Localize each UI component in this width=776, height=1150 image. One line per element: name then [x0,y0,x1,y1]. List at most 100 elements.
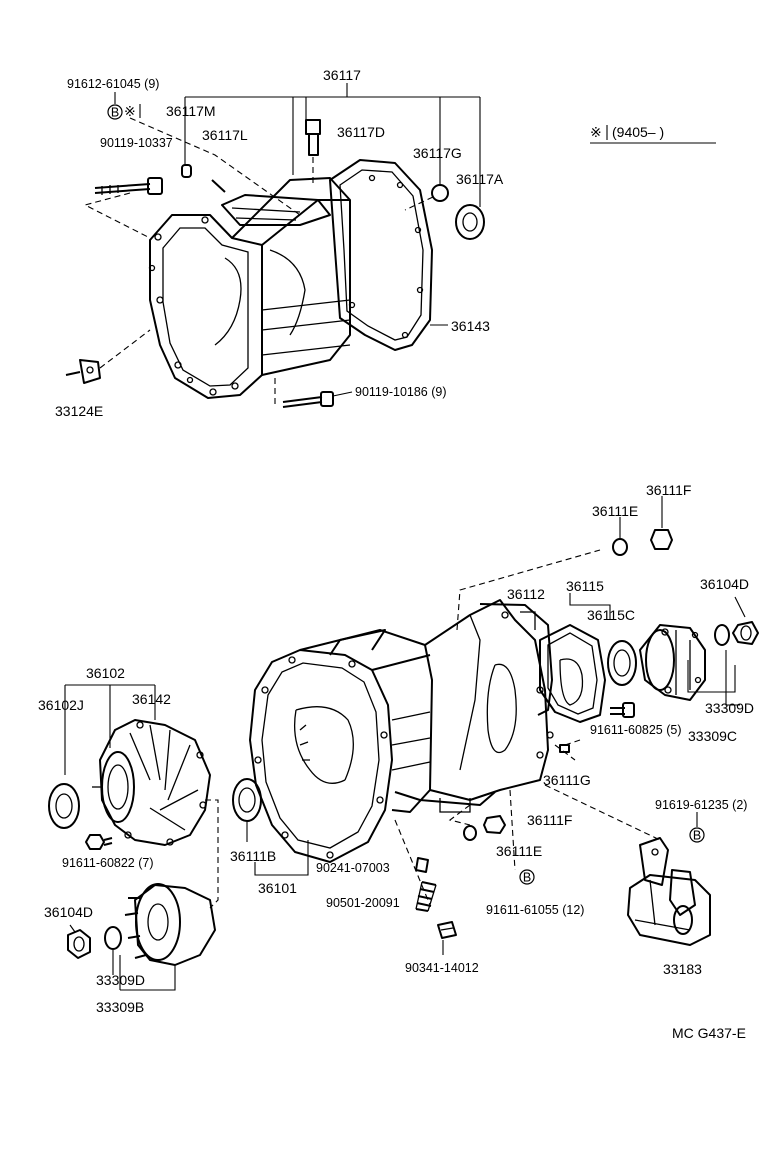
transfer-case-upper-36117 [148,177,351,399]
bolt-90119-10337 [94,177,163,195]
plug-36111F-top [650,529,673,550]
output-flange-right [639,624,706,701]
bolt-91611-60822 [85,834,113,850]
part-label-36111E-top: 36111E [592,503,638,519]
bracket-33309C [687,650,740,706]
part-label-90119-10337: 90119-10337 [100,136,173,150]
leader-61055 [509,789,516,871]
part-label-91611-60825: 91611-60825 (5) [590,723,682,737]
cover-36112 [520,611,536,630]
part-label-36117D: 36117D [337,124,385,140]
gasket-36115 [539,624,606,723]
circled-b-letter: B [111,106,119,120]
part-label-36104D-right: 36104D [700,576,749,592]
part-label-36111F-top: 36111F [646,482,691,498]
part-label-33183: 33183 [663,961,702,977]
pin-36117M [181,164,192,178]
part-label-90341-14012: 90341-14012 [405,961,479,975]
plug-36117G [431,184,449,202]
plug-90341-14012 [437,921,457,939]
circled-b-letter-61235: B [693,829,701,843]
oil-seal-36102J [48,783,80,829]
part-label-91611-61055: 91611-61055 (12) [486,903,584,917]
part-label-91611-60822: 91611-60822 (7) [62,856,154,870]
part-label-36142: 36142 [132,691,171,707]
bracket-36102 [64,684,156,775]
leader-36111G [554,739,581,761]
bracket-36115 [569,593,611,620]
oil-seal-36111B [232,778,262,842]
legend-mark: ※ [590,124,602,140]
part-label-36115: 36115 [566,578,604,594]
part-label-36102J: 36102J [38,697,84,713]
breather-36117D [305,119,321,156]
transfer-case-36101 [249,599,554,863]
bolt-90119-10186 [282,391,353,408]
part-label-36111F-mid: 36111F [527,812,572,828]
leader-33183 [544,784,661,841]
circled-b-symbol-61235 [689,827,705,843]
washer-33309D-right [714,624,730,646]
part-label-36115C: 36115C [587,607,635,623]
part-label-33309B: 33309B [96,999,144,1015]
actuator-33183 [627,837,711,946]
bolt-91611-60825 [610,702,635,718]
circled-b-symbol-61055 [519,869,535,885]
part-label-33309D-right: 33309D [705,700,754,716]
leader-36104D-right [734,596,746,618]
leader-36111F-mid [448,804,471,826]
part-label-36102: 36102 [86,665,125,681]
part-label-36117L: 36117L [202,127,248,143]
output-flange-left [124,883,216,966]
mark-symbol: ※ [124,103,136,119]
part-label-36111G: 36111G [543,772,591,788]
plug-36111G [559,744,570,753]
bracket-36101 [254,840,309,876]
part-label-90119-10186: 90119-10186 (9) [355,385,447,399]
leader-33124E [99,329,151,369]
plug-36111F-mid [483,815,506,834]
part-label-36117A: 36117A [456,171,504,187]
leader-bolt-10337 [83,192,151,239]
leader-07003 [394,819,431,906]
part-label-36104D-left: 36104D [44,904,93,920]
leader-36111E-top [456,549,601,631]
circled-b-symbol [107,104,123,120]
diagram-code: MC G437-E [672,1025,746,1041]
washer-36111E-top [612,538,628,556]
part-label-36117G: 36117G [413,145,462,161]
oil-seal-36117A [455,204,485,240]
leader-36104D-left [69,924,76,933]
gasket-36143 [329,159,448,351]
part-label-91612-61045: 91612-61045 (9) [67,77,159,91]
sensor-33124E [65,359,101,384]
bearing-36115C [607,640,637,686]
part-label-33309D-left: 33309D [96,972,145,988]
circled-b-letter-61055: B [523,871,531,885]
part-label-90241-07003: 90241-07003 [316,861,390,875]
washer-36111E-mid [463,825,477,841]
part-label-36143: 36143 [451,318,490,334]
retainer-36102 [92,719,211,846]
part-label-36101: 36101 [258,880,297,896]
bracket-33309B [112,950,176,991]
legend-range: (9405– ) [612,124,664,140]
part-label-36112: 36112 [507,586,545,602]
part-label-36111B: 36111B [230,848,276,864]
part-label-33309C: 33309C [688,728,737,744]
part-label-36111E-mid: 36111E [496,843,542,859]
date-range-legend: ※ (9405– ) [590,124,716,144]
pin-36117L [211,179,226,193]
part-label-36117M: 36117M [166,103,216,119]
part-label-90501-20091: 90501-20091 [326,896,400,910]
leader-left-flange [205,799,219,909]
leader-36117G [404,196,434,211]
nut-36104D-right [732,621,759,645]
leader-36117M [129,117,301,216]
part-label-33124E: 33124E [55,403,103,419]
nut-36104D-left [67,929,91,959]
spring-90501-20091 [415,881,437,912]
switch-90241-07003 [415,857,429,873]
part-label-36117: 36117 [323,67,361,83]
